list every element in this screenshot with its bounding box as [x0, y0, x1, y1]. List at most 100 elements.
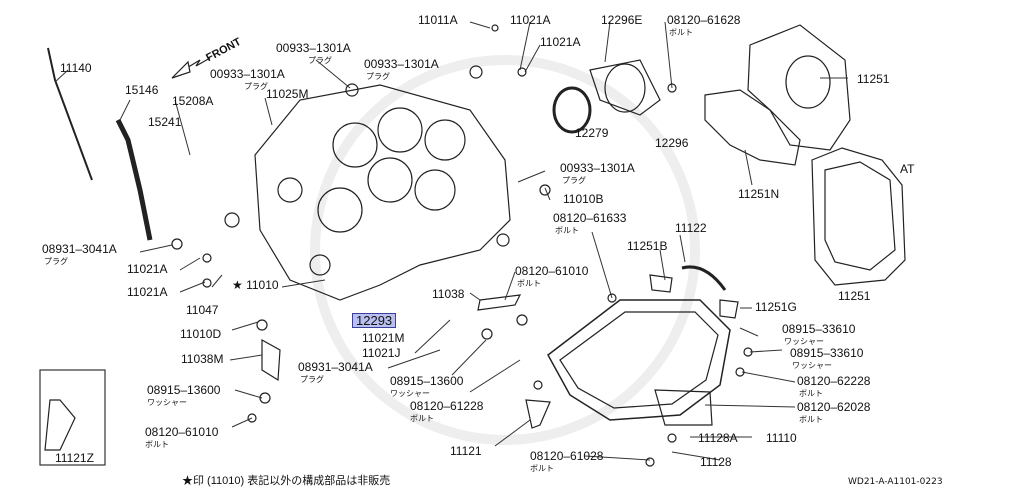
dowel-11010D — [256, 319, 268, 331]
part-label-11021J[interactable]: 11021J — [362, 346, 401, 360]
part-label-12296E[interactable]: 12296E — [601, 13, 643, 27]
part-label-11021A-right[interactable]: 11021A — [540, 35, 581, 49]
washer-right-2 — [735, 367, 745, 377]
rear-plate-11251 — [747, 24, 851, 151]
dowel-left-1 — [202, 253, 212, 263]
at-label: AT — [900, 162, 915, 176]
sub-label-washer: ワッシャー — [792, 361, 832, 370]
part-label-08915-33610-a[interactable]: 08915–33610 — [782, 322, 856, 336]
washer-left — [259, 392, 271, 404]
part-label-08120-62028[interactable]: 08120–62028 — [797, 400, 871, 414]
sub-label-bolt: ボルト — [669, 28, 693, 37]
part-label-12293-highlighted[interactable]: 12293 — [352, 313, 397, 328]
sub-label-bolt: ボルト — [799, 415, 823, 424]
drain-plug — [667, 433, 677, 443]
part-label-11128A[interactable]: 11128A — [698, 431, 738, 445]
fasteners — [171, 24, 753, 467]
part-label-11140[interactable]: 11140 — [60, 61, 92, 75]
part-label-12296[interactable]: 12296 — [655, 136, 689, 150]
rear-plate-11251N — [704, 89, 801, 166]
cylinder-bore-1 — [332, 122, 378, 168]
part-label-08931-left[interactable]: 08931–3041A — [42, 242, 117, 256]
part-label-11047[interactable]: 11047 — [186, 303, 219, 317]
block-boss — [277, 177, 303, 203]
part-label-12279[interactable]: 12279 — [575, 126, 609, 140]
stud-11011A — [491, 24, 499, 32]
part-label-08931-mid[interactable]: 08931–3041A — [298, 360, 373, 374]
at-plate-box — [811, 147, 906, 286]
cylinder-bore-2 — [377, 107, 423, 153]
part-label-00933-top[interactable]: 00933–1301A — [276, 41, 351, 55]
part-label-08120-61028[interactable]: 08120–61028 — [530, 449, 604, 463]
part-label-11251B[interactable]: 11251B — [627, 239, 668, 253]
part-label-08915-13600-left[interactable]: 08915–13600 — [147, 383, 221, 397]
footnote: ★印 (11010) 表記以外の構成部品は非販売 — [182, 475, 391, 487]
part-label-11121Z[interactable]: 11121Z — [55, 451, 94, 465]
part-label-08120-61633[interactable]: 08120–61633 — [553, 211, 627, 225]
dowel-left-2 — [202, 278, 212, 288]
part-label-11021A-left-2[interactable]: 11021A — [127, 285, 168, 299]
part-label-15241[interactable]: 15241 — [148, 115, 182, 129]
front-arrowhead — [171, 60, 191, 79]
sub-label-plug: プラグ — [562, 176, 586, 185]
part-label-00933-left[interactable]: 00933–1301A — [210, 67, 285, 81]
sub-label-bolt: ボルト — [555, 226, 579, 235]
part-label-11251N[interactable]: 11251N — [738, 187, 780, 201]
sub-label-washer: ワッシャー — [784, 337, 824, 346]
part-label-11021A-top[interactable]: 11021A — [510, 13, 551, 27]
part-label-15146[interactable]: 15146 — [125, 83, 159, 97]
leader-lines — [54, 21, 848, 461]
part-label-11010B[interactable]: 11010B — [563, 192, 604, 206]
part-label-08120-61628[interactable]: 08120–61628 — [667, 13, 741, 27]
bracket-11121 — [525, 399, 551, 429]
part-label-08915-33610-b[interactable]: 08915–33610 — [790, 346, 864, 360]
dipstick-tube — [115, 118, 153, 241]
part-label-00933-right[interactable]: 00933–1301A — [560, 161, 635, 175]
bracket-11038M — [261, 338, 281, 382]
part-label-11110[interactable]: 11110 — [766, 431, 797, 445]
part-label-08915-13600-mid[interactable]: 08915–13600 — [390, 374, 464, 388]
watermark-emblem — [310, 55, 700, 445]
part-label-11021M[interactable]: 11021M — [362, 331, 405, 345]
part-label-00933-mid[interactable]: 00933–1301A — [364, 57, 439, 71]
cylinder-bore-5 — [414, 169, 456, 211]
sub-label-plug: プラグ — [366, 72, 390, 81]
bracket-11122 — [681, 265, 727, 291]
rear-plate-hole — [785, 55, 831, 109]
plug-left — [224, 212, 240, 228]
bolt-left — [247, 413, 257, 423]
sub-label-bolt: ボルト — [145, 440, 169, 449]
engine-block — [254, 84, 511, 301]
dowel-11010B — [539, 184, 551, 196]
part-label-15208A[interactable]: 15208A — [172, 94, 214, 108]
part-label-11011A[interactable]: 11011A — [418, 13, 458, 27]
part-label-11121[interactable]: 11121 — [450, 444, 482, 458]
bolt-61028 — [645, 457, 655, 467]
part-label-11021A-left-1[interactable]: 11021A — [127, 262, 168, 276]
part-label-11038[interactable]: 11038 — [432, 287, 465, 301]
part-label-08120-61010-bottom[interactable]: 08120–61010 — [145, 425, 219, 439]
part-label-08120-61010-mid[interactable]: 08120–61010 — [515, 264, 589, 278]
sub-label-bolt: ボルト — [410, 414, 434, 423]
part-label-11251G[interactable]: 11251G — [755, 300, 797, 314]
part-label-11122[interactable]: 11122 — [675, 221, 707, 235]
oil-pan — [547, 299, 731, 421]
sub-label-plug: プラグ — [300, 375, 324, 384]
part-label-11251[interactable]: 11251 — [857, 72, 890, 86]
oil-seal — [552, 86, 592, 134]
seal-retainer — [589, 59, 661, 116]
sub-label-plug: プラグ — [44, 257, 68, 266]
part-label-11010[interactable]: ★ 11010 — [232, 278, 279, 292]
part-label-08120-61228[interactable]: 08120–61228 — [410, 399, 484, 413]
part-label-11010D[interactable]: 11010D — [180, 327, 222, 341]
part-label-11251-at[interactable]: 11251 — [838, 289, 871, 303]
diagram-code: WD21-A-A1101-0223 — [848, 477, 943, 487]
plug-08931 — [171, 238, 183, 250]
washer-right-1 — [743, 347, 753, 357]
part-label-11025M[interactable]: 11025M — [266, 87, 309, 101]
part-label-08120-62228[interactable]: 08120–62228 — [797, 374, 871, 388]
part-label-11128[interactable]: 11128 — [700, 455, 732, 469]
part-label-11038M[interactable]: 11038M — [181, 352, 224, 366]
